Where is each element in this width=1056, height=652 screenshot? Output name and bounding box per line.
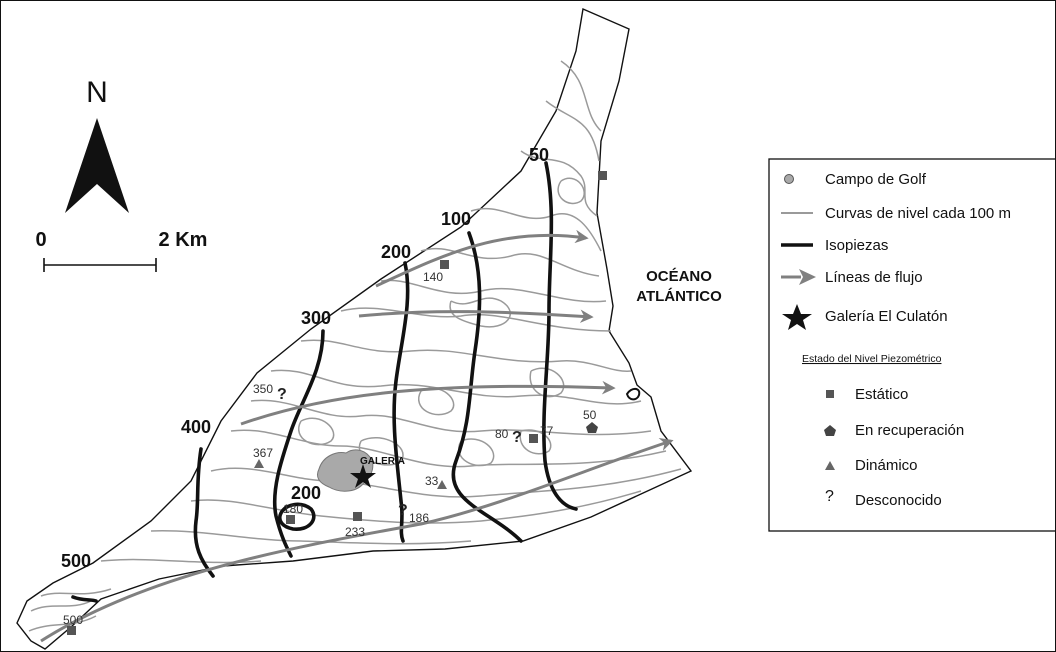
star-icon bbox=[782, 304, 812, 330]
isopieza-label: 500 bbox=[61, 551, 91, 571]
isopieza-label: 200 bbox=[291, 483, 321, 503]
svg-text:Campo de Golf: Campo de Golf bbox=[825, 171, 927, 188]
scale-end-label: 2 Km bbox=[159, 229, 208, 251]
isopieza-label: 50 bbox=[529, 145, 549, 165]
well-label: 367 bbox=[253, 446, 273, 460]
wells bbox=[67, 171, 641, 635]
well-dynamic-marker bbox=[254, 459, 264, 468]
well-static-marker bbox=[529, 434, 538, 443]
svg-text:En recuperación: En recuperación bbox=[855, 422, 964, 439]
flow-lines bbox=[40, 229, 674, 643]
well-static-marker bbox=[440, 260, 449, 269]
well-recovering-marker bbox=[586, 422, 598, 433]
ocean-label-line2: ATLÁNTICO bbox=[636, 288, 722, 305]
legend-item-contour: Curvas de nivel cada 100 m bbox=[781, 205, 1011, 222]
legend: Campo de Golf Curvas de nivel cada 100 m… bbox=[768, 158, 1055, 532]
pentagon-icon bbox=[824, 425, 836, 436]
well-static-marker bbox=[67, 626, 76, 635]
unknown-mark: ? bbox=[398, 502, 408, 519]
well-label: 80 bbox=[495, 427, 509, 441]
question-icon: ? bbox=[825, 488, 834, 505]
svg-text:Dinámico: Dinámico bbox=[855, 457, 918, 474]
scale-bar: 0 2 Km bbox=[35, 229, 207, 272]
legend-item-galeria: Galería El Culatón bbox=[782, 304, 948, 330]
well-static-marker bbox=[286, 515, 295, 524]
legend-status-recovering: En recuperación bbox=[824, 422, 964, 439]
scale-start-label: 0 bbox=[35, 229, 46, 251]
isopieza-labels: 50 100 200 300 400 200 500 bbox=[61, 145, 549, 571]
well-label: 77 bbox=[540, 424, 554, 438]
ocean-label-line1: OCÉANO bbox=[646, 268, 712, 285]
legend-item-flow: Líneas de flujo bbox=[781, 269, 923, 286]
isopiezas bbox=[71, 161, 578, 603]
north-label: N bbox=[86, 76, 108, 109]
triangle-icon bbox=[825, 461, 835, 470]
well-label: 350 bbox=[253, 382, 273, 396]
north-arrow-icon bbox=[65, 118, 129, 213]
svg-text:Líneas de flujo: Líneas de flujo bbox=[825, 269, 923, 286]
legend-status-unknown: ? Desconocido bbox=[825, 488, 942, 509]
legend-item-golf: Campo de Golf bbox=[784, 171, 927, 188]
well-label: 233 bbox=[345, 525, 365, 539]
svg-text:Isopiezas: Isopiezas bbox=[825, 237, 888, 254]
well-label: 186 bbox=[409, 511, 429, 525]
well-dynamic-marker bbox=[437, 480, 447, 489]
legend-item-isopiezas: Isopiezas bbox=[781, 237, 888, 254]
unknown-mark: ? bbox=[277, 386, 287, 403]
svg-text:Desconocido: Desconocido bbox=[855, 492, 942, 509]
island-outline bbox=[16, 8, 693, 650]
galeria-star bbox=[350, 464, 376, 488]
svg-text:Galería El Culatón: Galería El Culatón bbox=[825, 308, 948, 325]
well-static-marker bbox=[598, 171, 607, 180]
well-label: 500 bbox=[63, 613, 83, 627]
legend-status-static: Estático bbox=[826, 386, 908, 403]
well-label: 180 bbox=[283, 502, 303, 516]
ocean-label: OCÉANO ATLÁNTICO bbox=[636, 268, 722, 305]
legend-status-dynamic: Dinámico bbox=[825, 457, 918, 474]
well-labels: 140 350 ? 367 80 ? 77 50 33 ? 186 233 18… bbox=[63, 270, 597, 627]
isopieza-label: 100 bbox=[441, 209, 471, 229]
north-arrow: N bbox=[65, 76, 129, 213]
well-static-marker bbox=[353, 512, 362, 521]
svg-text:Curvas de nivel cada 100 m: Curvas de nivel cada 100 m bbox=[825, 205, 1011, 222]
golf-circle-icon bbox=[784, 174, 794, 184]
isopieza-label: 400 bbox=[181, 417, 211, 437]
unknown-mark: ? bbox=[512, 429, 522, 446]
well-label: 50 bbox=[583, 408, 597, 422]
legend-subtitle: Estado del Nivel Piezométrico bbox=[802, 353, 942, 365]
coastal-spring-icon bbox=[625, 387, 641, 401]
isopieza-label: 300 bbox=[301, 308, 331, 328]
well-label: 33 bbox=[425, 474, 439, 488]
square-icon bbox=[826, 390, 834, 398]
svg-text:Estático: Estático bbox=[855, 386, 908, 403]
galeria-label: GALERÍA bbox=[360, 454, 405, 467]
well-label: 140 bbox=[423, 270, 443, 284]
isopieza-label: 200 bbox=[381, 242, 411, 262]
